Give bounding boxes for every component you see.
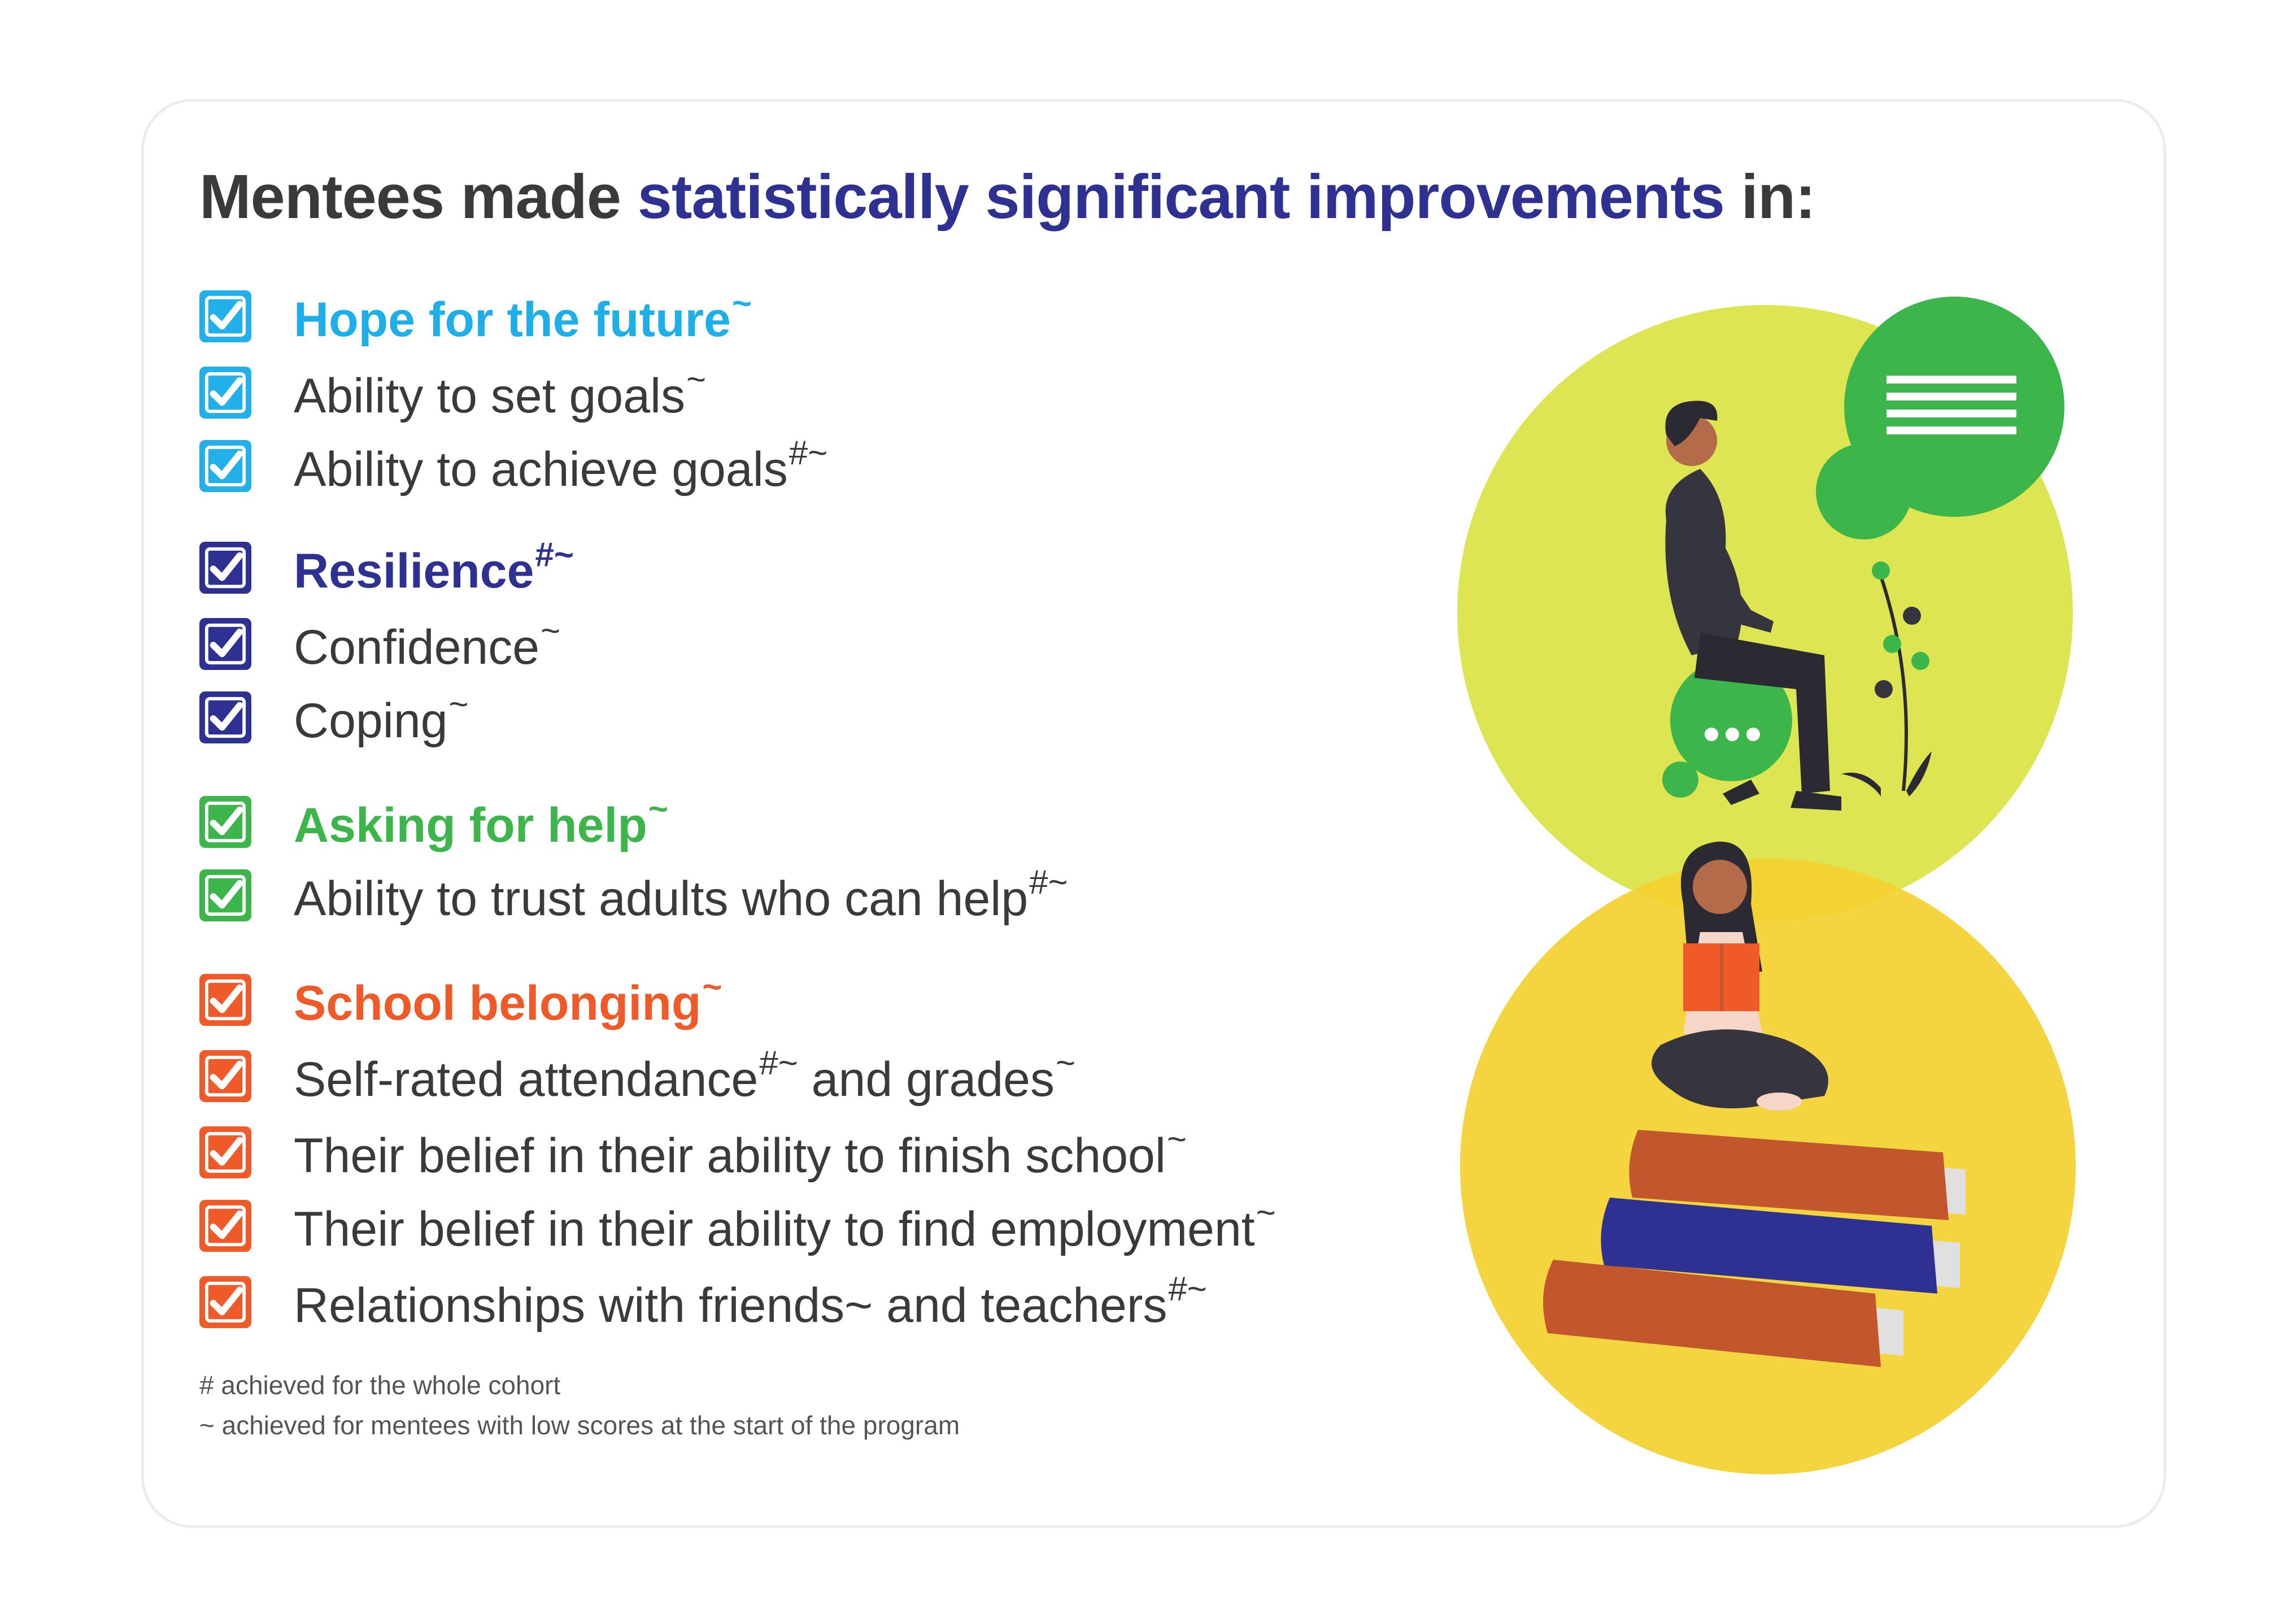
item-text: Ability to set goals — [294, 368, 686, 423]
checklist-item: Relationships with friends~ and teachers… — [199, 1270, 1207, 1334]
significance-mark: ~ — [1256, 1193, 1276, 1231]
item-label: Ability to achieve goals#~ — [294, 434, 827, 498]
check-icon — [204, 445, 246, 487]
check-icon — [204, 801, 246, 843]
checklist-item: Their belief in their ability to finish … — [199, 1120, 1187, 1184]
title-pre: Mentees made — [199, 162, 621, 232]
significance-mark: ~ — [1166, 1120, 1187, 1158]
checkbox-checked — [199, 1200, 251, 1252]
checkbox-checked — [199, 440, 251, 492]
group-heading: Asking for help~ — [294, 790, 668, 854]
check-icon — [204, 547, 246, 589]
checkbox-checked — [199, 869, 251, 921]
significance-mark: #~ — [788, 433, 828, 472]
checklist-item: Ability to trust adults who can help#~ — [199, 863, 1068, 927]
checklist-item: Coping~ — [199, 685, 469, 749]
item-label: Coping~ — [294, 685, 469, 749]
checklist-item: Resilience#~ — [199, 536, 574, 599]
item-text-2: and grades — [798, 1052, 1055, 1107]
checklist-item: School belonging~ — [199, 968, 722, 1032]
group-heading: Hope for the future~ — [294, 284, 752, 348]
item-text: Self-rated attendance — [294, 1052, 759, 1107]
footnote-tilde: ~ achieved for mentees with low scores a… — [199, 1411, 960, 1440]
reading-girl-icon — [1652, 841, 1828, 1111]
checklist-item: Hope for the future~ — [199, 284, 752, 348]
item-text: Their belief in their ability to find em… — [294, 1202, 1255, 1256]
item-text: Hope for the future — [294, 292, 731, 347]
checkbox-checked — [199, 542, 251, 594]
check-icon — [204, 1131, 246, 1173]
check-icon — [204, 295, 246, 337]
item-label: Ability to set goals~ — [294, 360, 706, 424]
significance-mark: #~ — [759, 1043, 798, 1082]
checkbox-checked — [199, 618, 251, 670]
group-heading: School belonging~ — [294, 968, 722, 1032]
title-highlight: statistically significant improvements — [637, 162, 1725, 232]
significance-mark: ~ — [702, 967, 722, 1006]
item-label: Ability to trust adults who can help#~ — [294, 863, 1068, 927]
item-label: Self-rated attendance#~ and grades~ — [294, 1044, 1075, 1108]
check-icon — [204, 697, 246, 738]
illustration — [1457, 297, 2076, 1474]
check-icon — [204, 1205, 246, 1247]
plant-icon — [1841, 562, 1932, 797]
item-text: Asking for help — [294, 798, 647, 852]
books-stack-icon — [1543, 1130, 1966, 1367]
checkbox-checked — [199, 1276, 251, 1328]
check-icon — [204, 979, 246, 1021]
checklist-item: Ability to achieve goals#~ — [199, 434, 827, 498]
check-icon — [204, 874, 246, 916]
item-text: Resilience — [294, 543, 534, 598]
checkbox-checked — [199, 1126, 251, 1178]
checklist-item: Asking for help~ — [199, 790, 668, 854]
check-icon — [204, 372, 246, 414]
significance-mark: #~ — [1029, 863, 1068, 901]
checklist-item: Their belief in their ability to find em… — [199, 1194, 1276, 1257]
checkbox-checked — [199, 1050, 251, 1102]
significance-mark: #~ — [535, 535, 574, 573]
significance-mark: ~ — [541, 611, 561, 650]
item-text: Relationships with friends~ and teachers — [294, 1278, 1167, 1333]
significance-mark: ~ — [448, 685, 469, 723]
page-title: Mentees made statistically significant i… — [199, 161, 1816, 233]
checkbox-checked — [199, 796, 251, 848]
significance-mark: ~ — [731, 284, 752, 322]
check-icon — [204, 623, 246, 665]
item-label: Their belief in their ability to find em… — [294, 1194, 1276, 1257]
item-text: Their belief in their ability to finish … — [294, 1128, 1166, 1183]
checkbox-checked — [199, 367, 251, 419]
item-text: Ability to achieve goals — [294, 442, 788, 497]
group-heading: Resilience#~ — [294, 536, 574, 599]
checklist-item: Self-rated attendance#~ and grades~ — [199, 1044, 1075, 1108]
significance-mark: ~ — [648, 789, 668, 828]
footnote-hash: # achieved for the whole cohort — [199, 1370, 561, 1400]
item-label: Confidence~ — [294, 612, 560, 676]
checklist-item: Ability to set goals~ — [199, 360, 706, 424]
checklist-item: Confidence~ — [199, 612, 560, 676]
checkbox-checked — [199, 290, 251, 342]
check-icon — [204, 1281, 246, 1323]
item-text: Confidence — [294, 620, 540, 674]
item-text: Ability to trust adults who can help — [294, 871, 1029, 926]
item-text: School belonging — [294, 976, 702, 1030]
significance-mark: ~ — [1056, 1043, 1076, 1082]
checkbox-checked — [199, 691, 251, 743]
title-post: in: — [1741, 162, 1815, 232]
significance-mark: ~ — [686, 360, 707, 398]
checkbox-checked — [199, 974, 251, 1026]
check-icon — [204, 1055, 246, 1097]
item-text: Coping — [294, 693, 448, 748]
item-label: Relationships with friends~ and teachers… — [294, 1270, 1207, 1334]
item-label: Their belief in their ability to finish … — [294, 1120, 1187, 1184]
significance-mark: #~ — [1168, 1269, 1207, 1308]
speech-bubble-icon — [1816, 297, 2064, 539]
seated-person-icon — [1662, 401, 1841, 811]
